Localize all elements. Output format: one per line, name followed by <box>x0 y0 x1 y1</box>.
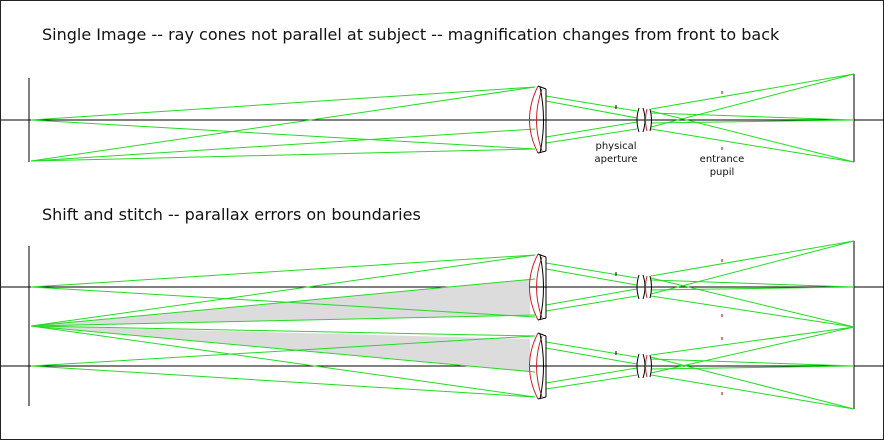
ray-segment <box>545 262 638 279</box>
ray-bundle-upper <box>30 240 855 328</box>
rear-lens-element <box>645 354 648 378</box>
rear-lens-group-upper <box>636 274 652 300</box>
ray-segment <box>545 121 638 138</box>
rear-lens-element <box>636 353 640 379</box>
entrance-pupil-label-line: entrance <box>699 154 745 165</box>
lens-edge <box>537 85 547 90</box>
lens-edge <box>537 317 547 321</box>
rear-lens-element <box>649 108 652 132</box>
lens-edge <box>537 396 547 400</box>
ray-segment <box>30 335 536 367</box>
rear-lens-element <box>645 275 648 299</box>
physical-aperture-label-line: aperture <box>594 154 638 165</box>
rear-lens-group-lower <box>636 353 652 379</box>
ray-segment <box>650 240 855 277</box>
lens-edge <box>537 150 547 154</box>
ray-segment <box>650 277 855 328</box>
ray-segment <box>545 288 638 306</box>
ray-segment <box>545 347 638 365</box>
ray-segment <box>30 365 536 398</box>
ray-segment <box>545 268 638 286</box>
objective-lens-upper <box>529 253 547 321</box>
lens-front-surface <box>529 253 539 321</box>
ray-segment <box>650 128 855 163</box>
ray-segment <box>650 374 855 410</box>
ray-segment <box>545 295 638 312</box>
ray-segment <box>30 314 536 327</box>
objective-lens <box>529 85 547 154</box>
rear-lens-element <box>649 275 652 299</box>
ray-segment <box>650 326 855 356</box>
lens-rear-surface <box>539 254 544 321</box>
rear-lens-element <box>649 354 652 378</box>
ray-segment <box>30 148 536 162</box>
lens-rear-surface <box>539 333 544 400</box>
rear-lens-group <box>636 107 652 133</box>
shift-and-stitch-panel <box>1 240 884 410</box>
physical-aperture-label-line: physical <box>595 141 637 152</box>
ray-segment <box>545 100 638 119</box>
lens-front-surface <box>529 85 539 154</box>
ray-segment <box>545 128 638 144</box>
lens-front-surface <box>536 256 543 319</box>
ray-segment <box>30 119 536 150</box>
rear-lens-element <box>636 107 640 133</box>
ray-segment <box>650 73 855 110</box>
lens-front-surface <box>536 88 543 152</box>
single-image-heading: Single Image -- ray cones not parallel a… <box>42 25 780 44</box>
rear-lens-element <box>636 274 640 300</box>
entrance-pupil-label: entrance pupil <box>689 153 755 179</box>
ray-segment <box>650 112 855 121</box>
ray-segment <box>650 279 855 288</box>
ray-segment <box>30 325 536 373</box>
single-image-panel <box>1 73 884 163</box>
entrance-pupil-label-line: pupil <box>709 167 735 178</box>
ray-segment <box>545 374 638 390</box>
lens-edge <box>537 332 547 337</box>
lens-edge <box>537 253 547 258</box>
ray-bundle-lower <box>30 325 855 410</box>
physical-aperture-label: physical aperture <box>585 140 647 166</box>
ray-segment <box>30 278 536 327</box>
ray-segment <box>545 95 638 112</box>
ray-segment <box>30 254 536 288</box>
shift-and-stitch-heading: Shift and stitch -- parallax errors on b… <box>42 205 421 224</box>
rear-lens-element <box>645 108 648 132</box>
ray-segment <box>650 358 855 367</box>
lens-front-surface <box>529 332 539 400</box>
lens-front-surface <box>536 335 543 398</box>
objective-lens-lower <box>529 332 547 400</box>
ray-bundle <box>30 73 855 163</box>
ray-segment <box>650 365 855 370</box>
ray-segment <box>30 128 536 162</box>
ray-segment <box>650 295 855 328</box>
ray-segment <box>650 119 855 124</box>
ray-segment <box>545 367 638 384</box>
ray-segment <box>545 341 638 358</box>
ray-segment <box>30 254 536 327</box>
ray-segment <box>650 356 855 410</box>
ray-segment <box>30 86 536 121</box>
ray-segment <box>30 325 536 337</box>
ray-segment <box>30 325 536 398</box>
ray-segment <box>650 110 855 163</box>
ray-segment <box>650 240 855 295</box>
ray-segment <box>650 73 855 128</box>
ray-segment <box>30 86 536 162</box>
ray-segment <box>650 286 855 291</box>
lens-rear-surface <box>539 86 544 154</box>
